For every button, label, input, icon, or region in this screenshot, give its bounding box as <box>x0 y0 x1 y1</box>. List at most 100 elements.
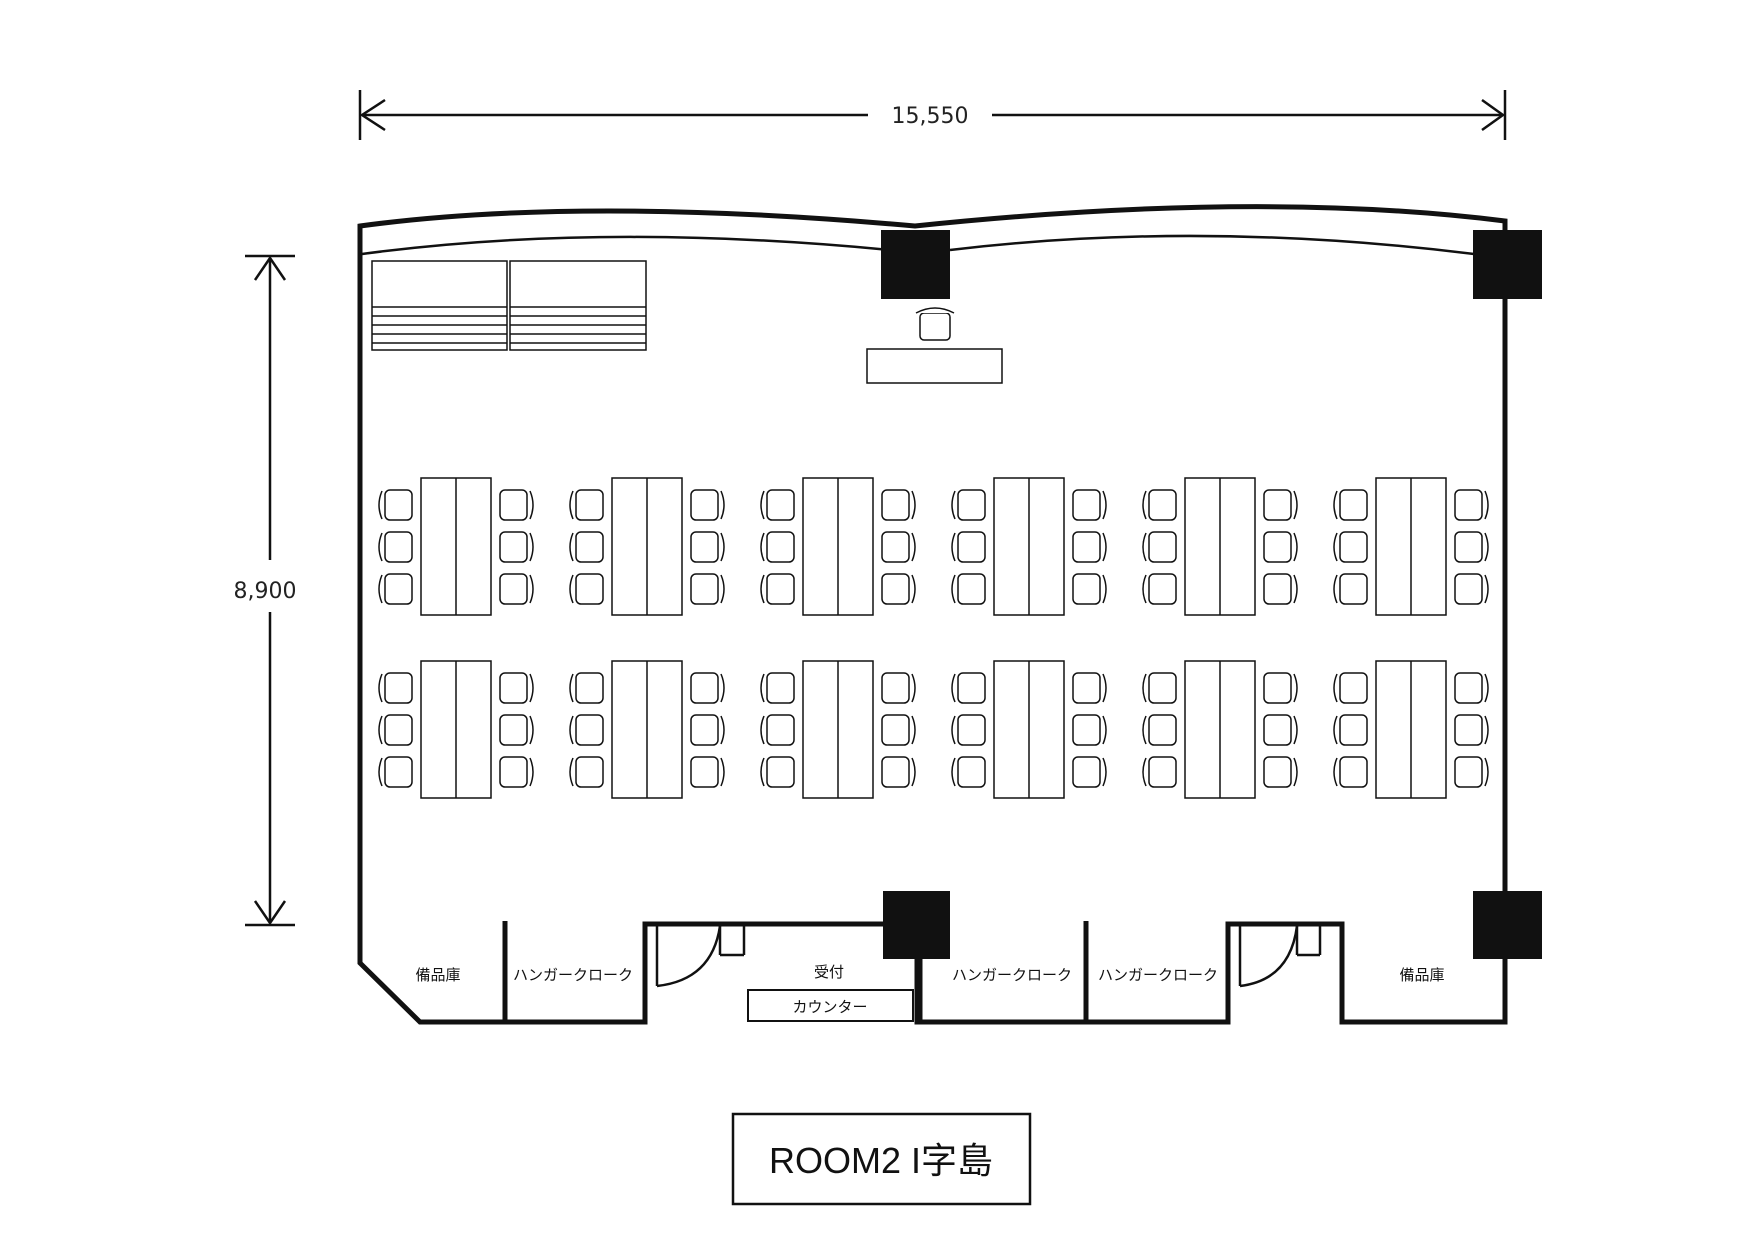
counter-box <box>747 989 914 1022</box>
podium <box>866 348 1003 384</box>
chair <box>760 714 795 746</box>
chair <box>1333 756 1368 788</box>
pillar <box>881 230 950 299</box>
door-right <box>1238 925 1322 988</box>
chair <box>499 714 534 746</box>
chair <box>1454 714 1489 746</box>
chair <box>1142 714 1177 746</box>
chair <box>760 756 795 788</box>
chair <box>1072 756 1107 788</box>
reception-label: 受付 <box>814 963 844 981</box>
counter-label: カウンター <box>792 998 867 1016</box>
chair <box>1263 756 1298 788</box>
chair <box>1142 573 1177 605</box>
window-inner-line <box>361 235 891 256</box>
chair <box>1454 672 1489 704</box>
chair <box>951 573 986 605</box>
chair <box>1454 531 1489 563</box>
chair <box>499 573 534 605</box>
chair <box>1333 672 1368 704</box>
table-group <box>951 477 1107 616</box>
chair <box>1072 531 1107 563</box>
chair <box>760 531 795 563</box>
table-group <box>760 660 916 799</box>
table-groups <box>378 477 1489 799</box>
chair <box>569 573 604 605</box>
chair <box>569 714 604 746</box>
presenter-chair <box>915 307 955 341</box>
door-left <box>655 925 746 988</box>
chair <box>1142 531 1177 563</box>
chair <box>1263 672 1298 704</box>
chair <box>1454 489 1489 521</box>
table-group <box>1142 477 1298 616</box>
chair <box>951 756 986 788</box>
chair <box>881 672 916 704</box>
chair <box>569 756 604 788</box>
chair <box>378 573 413 605</box>
chair <box>690 573 725 605</box>
chair <box>760 573 795 605</box>
riser-right <box>509 260 647 351</box>
chair <box>499 489 534 521</box>
height-dimension <box>245 254 295 927</box>
chair <box>1072 672 1107 704</box>
chair <box>569 489 604 521</box>
room-walls <box>357 204 1508 1025</box>
table-group <box>378 660 534 799</box>
storage-left-label: 備品庫 <box>415 966 460 984</box>
chair <box>881 756 916 788</box>
table-group <box>1333 477 1489 616</box>
chair <box>951 531 986 563</box>
chair <box>951 489 986 521</box>
chair <box>760 489 795 521</box>
chair <box>1454 573 1489 605</box>
chair <box>1333 714 1368 746</box>
partition-walls <box>502 921 1231 1022</box>
chair <box>1072 573 1107 605</box>
pillar <box>1473 891 1542 959</box>
chair <box>378 756 413 788</box>
chair <box>499 672 534 704</box>
riser-left <box>371 260 508 351</box>
chair <box>1142 489 1177 521</box>
chair <box>1454 756 1489 788</box>
chair <box>881 573 916 605</box>
chair <box>499 531 534 563</box>
table-group <box>569 477 725 616</box>
cloak-label-1: ハンガークローク <box>513 966 633 984</box>
chair <box>951 714 986 746</box>
chair <box>499 756 534 788</box>
chair <box>1072 489 1107 521</box>
chair <box>1333 489 1368 521</box>
chair <box>760 672 795 704</box>
cloak-label-3: ハンガークローク <box>1098 966 1218 984</box>
chair <box>690 489 725 521</box>
table-group <box>569 660 725 799</box>
width-dimension-label: 15,550 <box>892 104 969 129</box>
cloak-label-2: ハンガークローク <box>952 966 1072 984</box>
table-group <box>1142 660 1298 799</box>
storage-right-label: 備品庫 <box>1399 966 1444 984</box>
title-box <box>731 1112 1032 1206</box>
chair <box>881 714 916 746</box>
chair <box>1072 714 1107 746</box>
chair <box>1333 573 1368 605</box>
chair <box>378 672 413 704</box>
chair <box>690 756 725 788</box>
chair <box>1263 714 1298 746</box>
chair <box>569 531 604 563</box>
pillar <box>1473 230 1542 299</box>
window-inner-line-right <box>949 234 1475 256</box>
chair <box>1263 573 1298 605</box>
chair <box>951 672 986 704</box>
chair <box>1142 672 1177 704</box>
height-dimension-label: 8,900 <box>234 579 297 604</box>
table-group <box>1333 660 1489 799</box>
table-group <box>951 660 1107 799</box>
chair <box>690 531 725 563</box>
chair <box>1142 756 1177 788</box>
chair <box>1263 489 1298 521</box>
table-group <box>760 477 916 616</box>
